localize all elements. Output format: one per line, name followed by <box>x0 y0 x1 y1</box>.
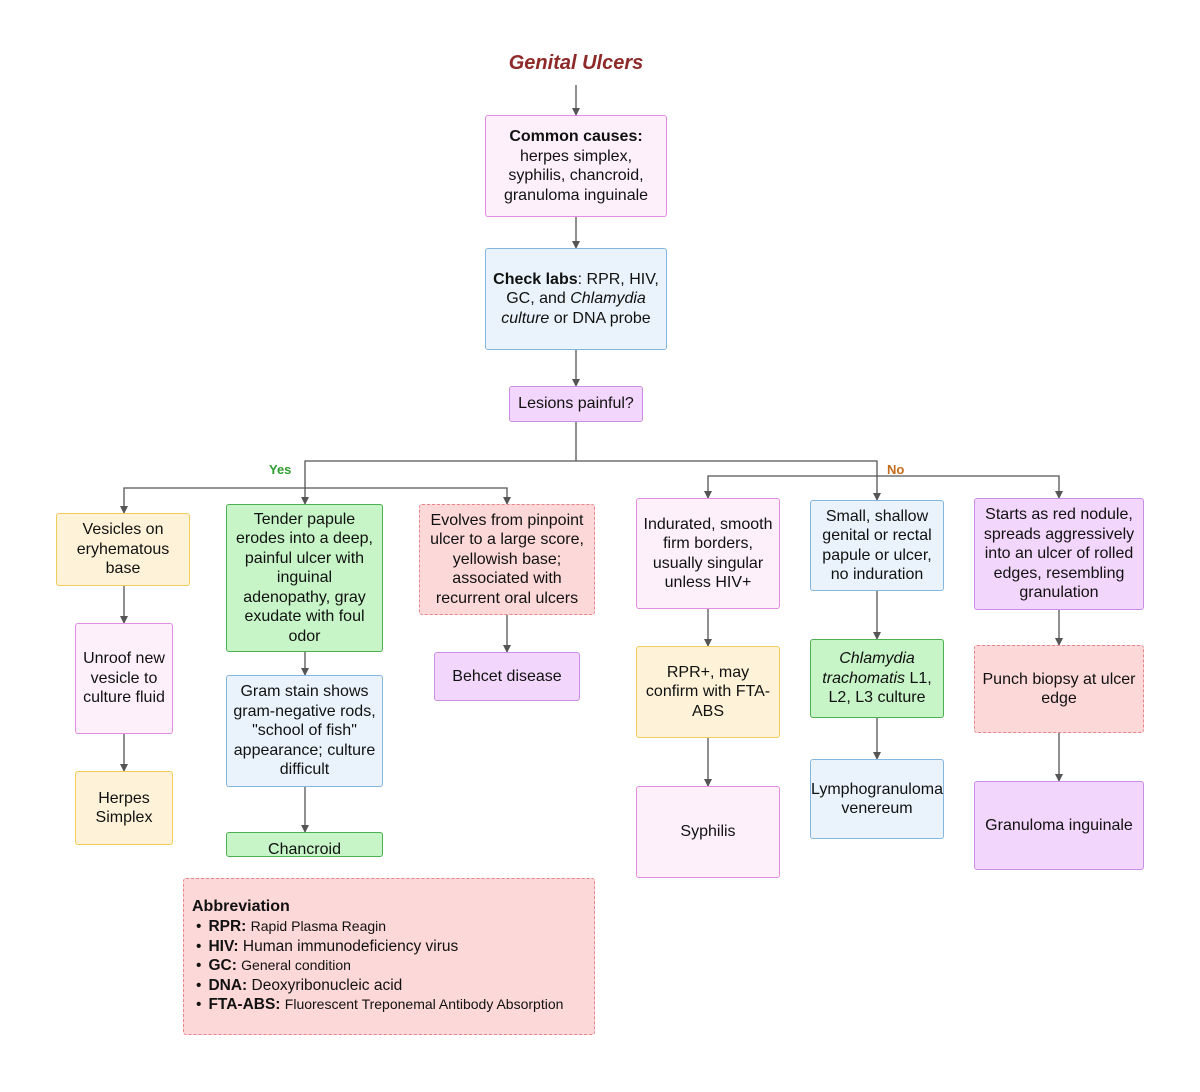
arrow-to-indurated <box>704 475 877 499</box>
check-labs-italic: Chlamydia culture <box>501 290 646 327</box>
check-labs-box: Check labs: RPR, HIV, GC, and Chlamydia … <box>485 248 667 350</box>
chlamydia-italic: Chlamydia trachomatis <box>822 650 915 687</box>
abbreviation-key: DNA: <box>208 976 248 994</box>
syphilis-text: Syphilis <box>680 823 736 841</box>
common-causes-text: herpes simplex, syphilis, chancroid, gra… <box>503 147 649 204</box>
granuloma-box: Granuloma inguinale <box>974 781 1144 870</box>
abbreviation-key: RPR: <box>208 918 247 935</box>
rpr-text: RPR+, may confirm with FTA-ABS <box>645 663 771 720</box>
yes-label: Yes <box>269 462 292 477</box>
herpes-simplex-text: Herpes Simplex <box>95 789 153 827</box>
syphilis-box: Syphilis <box>636 786 780 878</box>
abbreviation-item: DNA: Deoxyribonucleic acid <box>192 976 586 996</box>
lesions-painful-box: Lesions painful? <box>509 386 643 422</box>
tender-papule-text: Tender papule erodes into a deep, painfu… <box>236 510 373 645</box>
abbreviation-value: Fluorescent Treponemal Antibody Absorpti… <box>284 996 564 1012</box>
lgv-box: Lymphogranuloma venereum <box>810 759 944 839</box>
diagram-title: Genital Ulcers <box>508 52 644 74</box>
abbreviation-item: RPR: Rapid Plasma Reagin <box>192 917 586 937</box>
unroof-text: Unroof new vesicle to culture fluid <box>83 650 165 707</box>
check-labs-heading: Check labs <box>493 270 578 288</box>
small-shallow-text: Small, shallow genital or rectal papule … <box>822 507 932 584</box>
abbreviation-value: Deoxyribonucleic acid <box>251 976 403 994</box>
indurated-box: Indurated, smooth firm borders, usually … <box>636 498 780 609</box>
abbreviation-value: General condition <box>241 957 351 973</box>
common-causes-box: Common causes: herpes simplex, syphilis,… <box>485 115 667 217</box>
arrow-to-vesicles <box>120 487 305 514</box>
red-nodule-text: Starts as red nodule, spreads aggressive… <box>983 506 1135 602</box>
indurated-text: Indurated, smooth firm borders, usually … <box>643 515 773 592</box>
abbreviation-item: FTA-ABS: Fluorescent Treponemal Antibody… <box>192 995 586 1015</box>
pinpoint-ulcer-text: Evolves from pinpoint ulcer to a large s… <box>430 511 584 607</box>
no-label: No <box>887 462 905 477</box>
chlamydia-text: L1, L2, L3 culture <box>828 669 932 707</box>
abbreviation-key: FTA-ABS: <box>208 996 281 1013</box>
chancroid-text: Chancroid <box>268 840 341 858</box>
pinpoint-ulcer-box: Evolves from pinpoint ulcer to a large s… <box>419 504 595 615</box>
check-labs-text-1: : RPR, HIV, GC, and <box>506 270 659 308</box>
red-nodule-box: Starts as red nodule, spreads aggressive… <box>974 498 1144 610</box>
behcet-text: Behcet disease <box>452 667 562 685</box>
branch-no-line <box>576 460 878 476</box>
abbreviation-key: HIV: <box>208 937 239 955</box>
common-causes-heading: Common causes: <box>509 128 643 145</box>
punch-biopsy-box: Punch biopsy at ulcer edge <box>974 645 1144 733</box>
arrow-to-red-nodule <box>877 475 1063 499</box>
vesicles-box: Vesicles on eryhematous base <box>56 513 190 586</box>
behcet-box: Behcet disease <box>434 652 580 701</box>
abbreviation-value: Rapid Plasma Reagin <box>250 918 387 934</box>
abbreviation-value: Human immunodeficiency virus <box>242 937 459 955</box>
punch-biopsy-text: Punch biopsy at ulcer edge <box>982 670 1136 708</box>
abbreviation-title: Abbreviation <box>192 898 290 915</box>
vesicles-text: Vesicles on eryhematous base <box>76 521 170 578</box>
gram-stain-box: Gram stain shows gram-negative rods, "sc… <box>226 675 383 787</box>
lgv-text: Lymphogranuloma venereum <box>811 780 943 818</box>
lesions-painful-text: Lesions painful? <box>518 395 634 413</box>
check-labs-text-2: or DNA probe <box>549 309 651 327</box>
rpr-box: RPR+, may confirm with FTA-ABS <box>636 646 780 738</box>
abbreviation-list: RPR: Rapid Plasma Reagin HIV: Human immu… <box>192 917 586 1015</box>
abbreviation-key: GC: <box>208 957 237 974</box>
tender-papule-box: Tender papule erodes into a deep, painfu… <box>226 504 383 652</box>
abbreviation-box: Abbreviation RPR: Rapid Plasma Reagin HI… <box>183 878 595 1035</box>
granuloma-text: Granuloma inguinale <box>985 816 1133 834</box>
chlamydia-box: Chlamydia trachomatis L1, L2, L3 culture <box>810 639 944 718</box>
arrow-to-pinpoint <box>305 487 511 505</box>
herpes-simplex-box: Herpes Simplex <box>75 771 173 845</box>
branch-yes-line <box>304 460 576 476</box>
abbreviation-item: GC: General condition <box>192 956 586 976</box>
chancroid-box: Chancroid <box>226 832 383 858</box>
gram-stain-text: Gram stain shows gram-negative rods, "sc… <box>233 683 376 779</box>
small-shallow-box: Small, shallow genital or rectal papule … <box>810 500 944 591</box>
unroof-box: Unroof new vesicle to culture fluid <box>75 623 173 734</box>
abbreviation-item: HIV: Human immunodeficiency virus <box>192 937 586 957</box>
